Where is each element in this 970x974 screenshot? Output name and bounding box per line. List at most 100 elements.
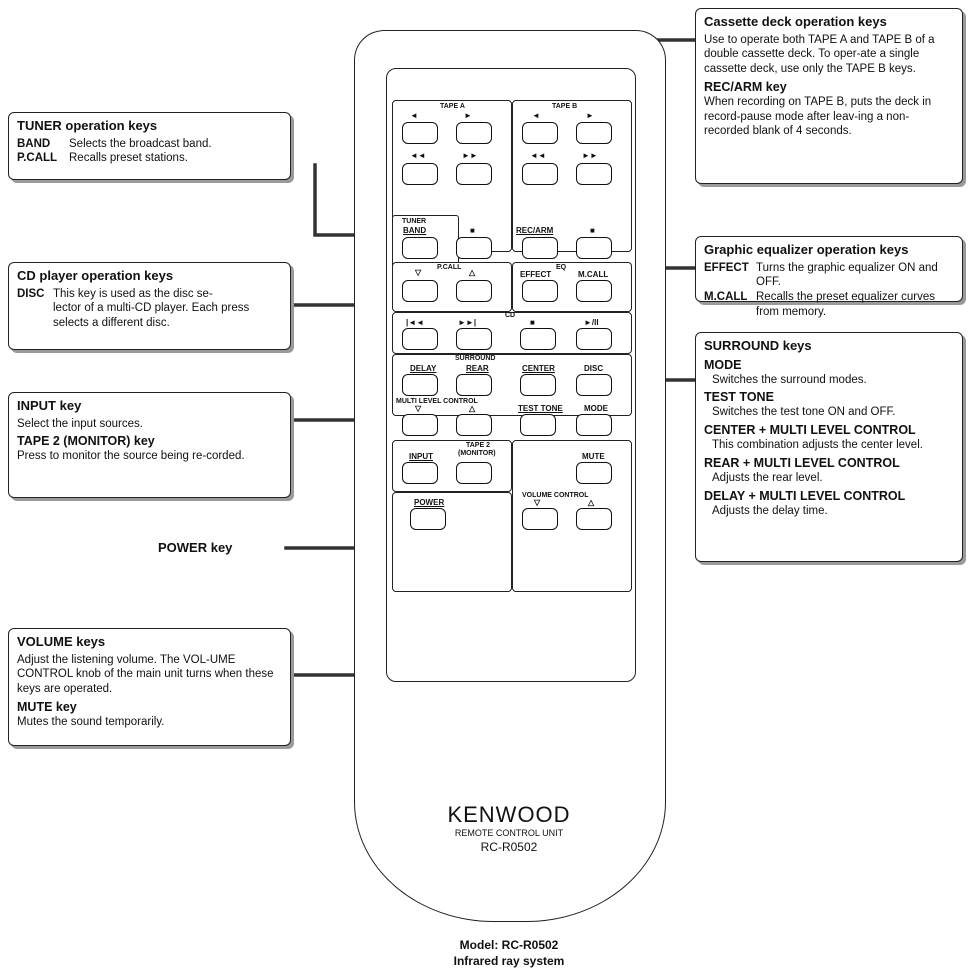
tape-b-label: TAPE B	[552, 103, 578, 110]
test-tone-head: TEST TONE	[704, 390, 774, 405]
cd-play-pause-button[interactable]	[576, 328, 612, 350]
tape-b-fast-forward-button[interactable]	[576, 163, 612, 185]
tape2-title: TAPE 2 (MONITOR) key	[17, 434, 155, 449]
tape-a-rewind-icon: ◄◄	[410, 151, 426, 160]
mute-button[interactable]	[576, 462, 612, 484]
rec-arm-button[interactable]	[522, 237, 558, 259]
volume-down-icon: ▽	[534, 498, 541, 507]
power-title: POWER key	[158, 540, 233, 555]
surround-label: SURROUND	[455, 355, 496, 362]
cd-next-button[interactable]	[456, 328, 492, 350]
surround-callout: SURROUND keys MODE Switches the surround…	[695, 332, 963, 562]
tape-b-stop-button[interactable]	[576, 237, 612, 259]
band-button[interactable]	[402, 237, 438, 259]
cassette-title: Cassette deck operation keys	[704, 14, 887, 29]
cd-title: CD player operation keys	[17, 268, 174, 283]
tape-b-rewind-icon: ◄◄	[530, 151, 546, 160]
tape2-monitor-button[interactable]	[456, 462, 492, 484]
mute-desc: Mutes the sound temporarily.	[17, 715, 165, 728]
effect-button[interactable]	[522, 280, 558, 302]
pcall-down-icon: ▽	[415, 268, 422, 277]
multi-level-up-button[interactable]	[456, 414, 492, 436]
tape-a-label: TAPE A	[440, 103, 465, 110]
cd-previous-button[interactable]	[402, 328, 438, 350]
tape-b-rewind-button[interactable]	[522, 163, 558, 185]
mcall-label: M.CALL	[578, 270, 609, 279]
cd-previous-icon: |◄◄	[406, 318, 425, 327]
volume-down-button[interactable]	[522, 508, 558, 530]
cd-stop-button[interactable]	[520, 328, 556, 350]
pcall-down-button[interactable]	[402, 280, 438, 302]
tape-a-play-reverse-button[interactable]	[402, 122, 438, 144]
mode-label: MODE	[584, 404, 608, 413]
tape-a-play-forward-button[interactable]	[456, 122, 492, 144]
delay-button[interactable]	[402, 374, 438, 396]
eq-label: EQ	[556, 264, 567, 271]
center-text: This combination adjusts the center leve…	[712, 439, 923, 452]
cd-stop-icon: ■	[530, 318, 535, 327]
surround-title: SURROUND keys	[704, 338, 812, 353]
mode-button[interactable]	[576, 414, 612, 436]
eq-title: Graphic equalizer operation keys	[704, 242, 909, 257]
volume-label: VOLUME CONTROL	[522, 492, 589, 499]
volume-desc: Adjust the listening volume. The VOL-UME…	[17, 653, 274, 696]
delay-head: DELAY + MULTI LEVEL CONTROL	[704, 488, 906, 503]
input-label: INPUT	[409, 452, 433, 461]
disc-desc: lector of a multi-CD player. Each press …	[53, 302, 250, 330]
test-tone-label: TEST TONE	[518, 404, 563, 413]
footer-model: Model: RC-R0502	[459, 938, 559, 952]
tape-b-fast-forward-icon: ►►	[582, 151, 598, 160]
tape-a-play-forward-icon: ►	[464, 111, 472, 120]
tuner-title: TUNER operation keys	[17, 118, 158, 133]
disc-button[interactable]	[576, 374, 612, 396]
test-tone-text: Switches the test tone ON and OFF.	[712, 406, 896, 419]
brand-logo: KENWOOD	[447, 802, 571, 827]
pcall-up-button[interactable]	[456, 280, 492, 302]
center-label: CENTER	[522, 364, 555, 373]
delay-label: DELAY	[410, 364, 437, 373]
mode-text: Switches the surround modes.	[712, 373, 867, 386]
tape2-label-line2: (MONITOR)	[458, 450, 496, 457]
cd-play-pause-icon: ►/II	[584, 318, 599, 327]
tape-a-stop-button[interactable]	[456, 237, 492, 259]
footer-system: Infrared ray system	[453, 954, 565, 968]
band-label: BAND	[403, 226, 427, 235]
input-callout: INPUT key Select the input sources. TAPE…	[8, 392, 291, 498]
tape-a-stop-icon: ■	[470, 226, 475, 235]
mcall-button[interactable]	[576, 280, 612, 302]
cassette-callout: Cassette deck operation keys Use to oper…	[695, 8, 963, 184]
multi-level-label: MULTI LEVEL CONTROL	[396, 398, 478, 405]
tape-a-rewind-button[interactable]	[402, 163, 438, 185]
multi-level-down-button[interactable]	[402, 414, 438, 436]
tape-b-play-forward-button[interactable]	[576, 122, 612, 144]
tape-a-fast-forward-button[interactable]	[456, 163, 492, 185]
power-label: POWER	[414, 498, 445, 507]
mute-label: MUTE	[582, 452, 605, 461]
rec-arm-title: REC/ARM key	[704, 79, 787, 94]
tape-b-stop-icon: ■	[590, 226, 595, 235]
center-button[interactable]	[520, 374, 556, 396]
tape-b-play-reverse-button[interactable]	[522, 122, 558, 144]
mode-head: MODE	[704, 357, 742, 372]
test-tone-button[interactable]	[520, 414, 556, 436]
rear-button[interactable]	[456, 374, 492, 396]
remote-model-label: RC-R0502	[480, 840, 538, 854]
input-button[interactable]	[402, 462, 438, 484]
volume-title: VOLUME keys	[17, 634, 106, 649]
tape2-desc: Press to monitor the source being re-cor…	[17, 450, 245, 463]
delay-text: Adjusts the delay time.	[712, 504, 828, 517]
tape-a-fast-forward-icon: ►►	[462, 151, 478, 160]
rear-label: REAR	[466, 364, 489, 373]
volume-up-button[interactable]	[576, 508, 612, 530]
effect-label: EFFECT	[520, 270, 552, 279]
disc-label: DISC	[584, 364, 604, 373]
pcall-label: P.CALL	[437, 264, 462, 271]
power-button[interactable]	[410, 508, 446, 530]
multi-level-down-icon: ▽	[415, 404, 422, 413]
